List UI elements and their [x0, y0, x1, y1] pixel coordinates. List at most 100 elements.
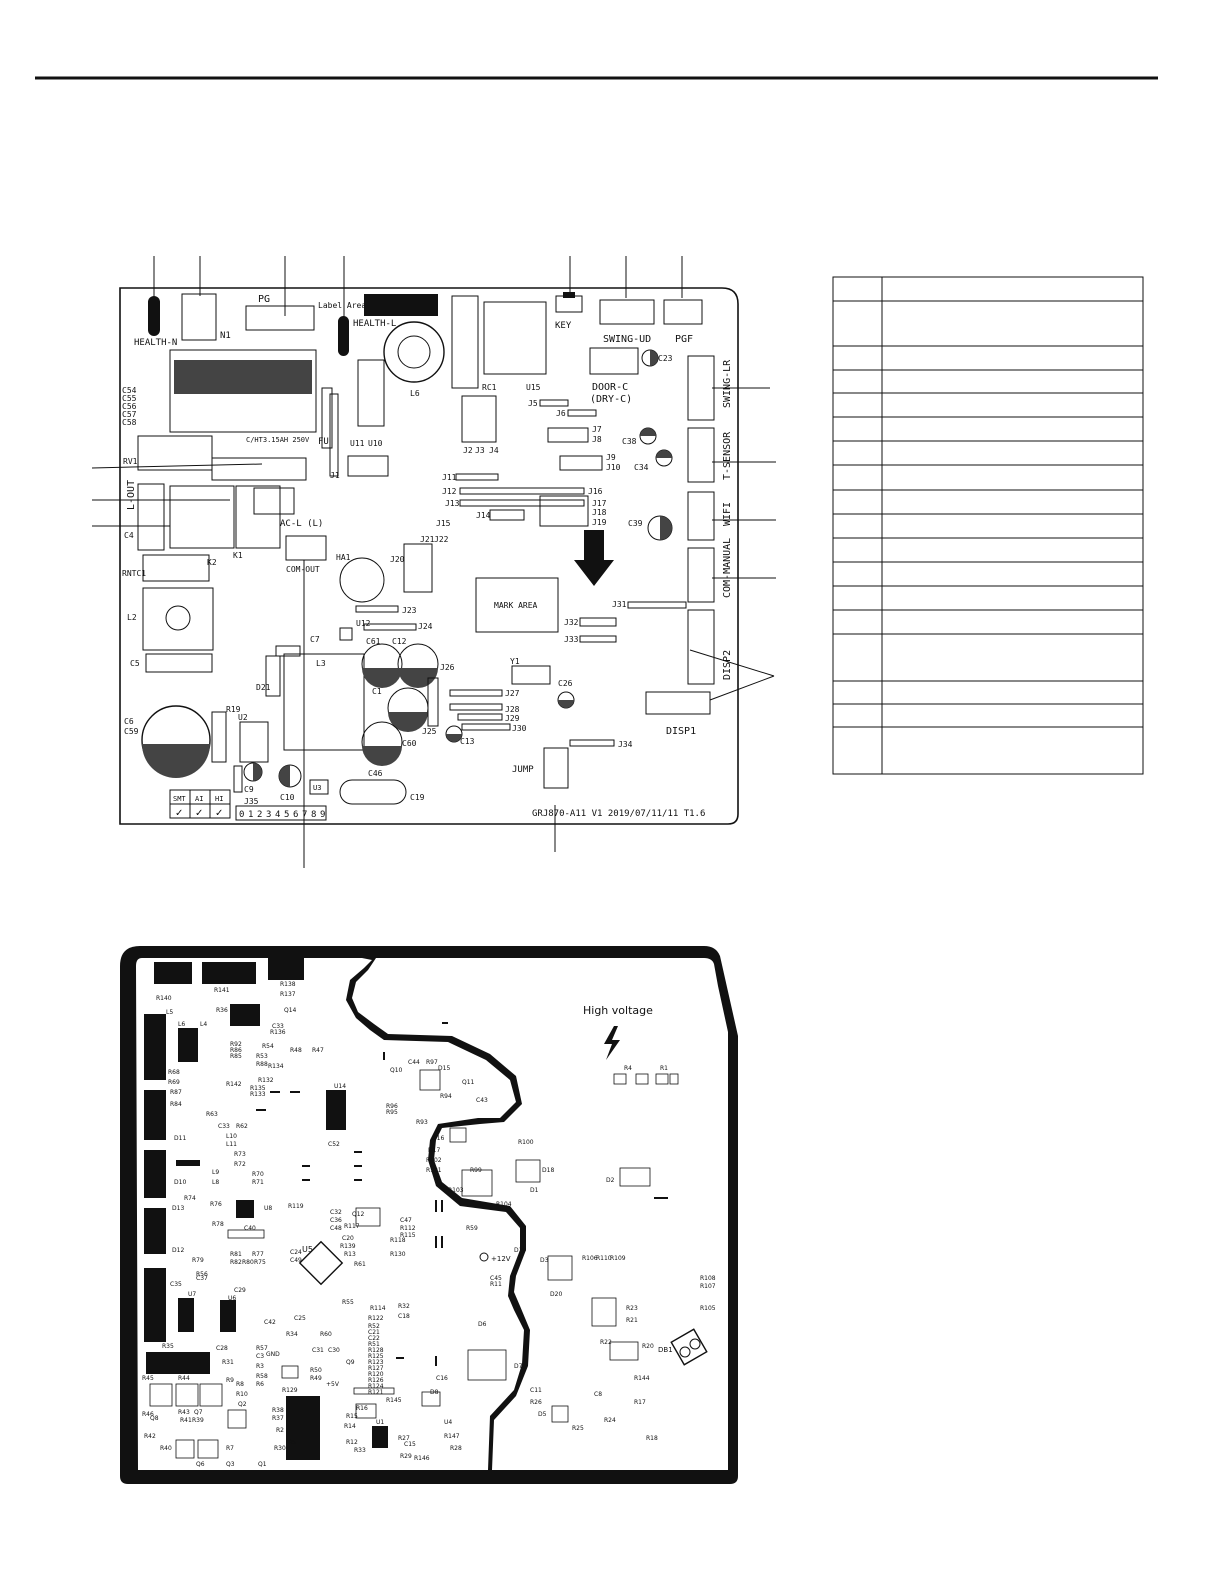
- j29-label: J29: [505, 714, 520, 723]
- q7-label: Q7: [194, 1409, 203, 1416]
- j30-label: J30: [512, 724, 527, 733]
- r88-label: R88: [256, 1061, 268, 1068]
- c45-label: C45: [490, 1275, 502, 1282]
- c34-label: C34: [634, 463, 649, 472]
- digit-9: 9: [320, 810, 325, 820]
- j2-j4-jumpers: [461, 395, 497, 443]
- c21-label: C21: [368, 1329, 380, 1336]
- l-out-connector: [137, 483, 165, 551]
- r70-label: R70: [252, 1171, 264, 1178]
- u12-chip: [339, 627, 353, 641]
- l11-label: L11: [226, 1141, 237, 1148]
- r94-label: R94: [440, 1093, 452, 1100]
- j22-label: J22: [434, 535, 449, 544]
- r105-label: R105: [700, 1305, 716, 1312]
- r52-label: R52: [368, 1323, 380, 1330]
- j11-label: J11: [442, 473, 457, 482]
- legend-table: [832, 276, 1144, 775]
- c22-label: C22: [368, 1335, 380, 1342]
- j33-jumper: [579, 635, 617, 643]
- r87-label: R87: [170, 1089, 182, 1096]
- health-l-connector: [338, 316, 349, 356]
- rv1-label: RV1: [123, 457, 138, 466]
- r13-label: R13: [344, 1251, 356, 1258]
- r132-label: R132: [258, 1077, 274, 1084]
- u5-label: U5: [302, 1245, 313, 1254]
- d6-label: D6: [478, 1321, 487, 1328]
- l2-label: L2: [127, 613, 137, 622]
- j7-label: J7: [592, 425, 602, 434]
- r80-label: R80: [242, 1259, 254, 1266]
- plus5v-label: +5V: [326, 1381, 340, 1388]
- r4-label: R4: [624, 1065, 632, 1072]
- smd-packages: [144, 958, 448, 1460]
- r26-label: R26: [530, 1399, 542, 1406]
- r141-label: R141: [214, 987, 230, 994]
- r114-label: R114: [370, 1305, 386, 1312]
- c58-label: C58: [122, 418, 137, 427]
- r102-label: R102: [426, 1157, 442, 1164]
- r51-label: R51: [368, 1341, 380, 1348]
- mark-area-label: MARK AREA: [494, 601, 538, 610]
- c39-band: [660, 516, 672, 540]
- r12-label: R12: [346, 1439, 358, 1446]
- r63-label: R63: [206, 1111, 218, 1118]
- r23-label: R23: [626, 1305, 638, 1312]
- r2-label: R2: [276, 1427, 284, 1434]
- r30-label: R30: [274, 1445, 286, 1452]
- r77-label: R77: [252, 1251, 264, 1258]
- r130-label: R130: [390, 1251, 406, 1258]
- q9-label: Q9: [346, 1359, 355, 1366]
- r24-label: R24: [604, 1417, 616, 1424]
- r78-label: R78: [212, 1221, 224, 1228]
- r136-label: R136: [270, 1029, 286, 1036]
- d19-label: D19: [514, 1247, 526, 1254]
- c7-capacitor: [275, 645, 301, 657]
- d5-label: D5: [538, 1411, 547, 1418]
- r101-label: R101: [426, 1167, 442, 1174]
- q8-label: Q8: [150, 1415, 159, 1422]
- u11-chip: [357, 359, 385, 427]
- jumper-cluster: [455, 399, 603, 527]
- c18-label: C18: [398, 1313, 410, 1320]
- r97-label: R97: [426, 1059, 438, 1066]
- c36-label: C36: [330, 1217, 342, 1224]
- c4-label: C4: [124, 531, 134, 540]
- j5-label: J5: [528, 399, 538, 408]
- ha1-label: HA1: [336, 553, 351, 562]
- u5-mcu: [298, 1240, 344, 1286]
- bottom-board: High voltage U5: [120, 946, 738, 1484]
- swing-lr-connector: [687, 355, 715, 421]
- rv1-body: [211, 457, 307, 481]
- r81-label: R81: [230, 1251, 242, 1258]
- c10-label: C10: [280, 793, 295, 802]
- r61-label: R61: [354, 1261, 366, 1268]
- k1-label: K1: [233, 551, 243, 560]
- swing-lr-label: SWING-LR: [722, 359, 733, 408]
- pgf-connector: [663, 299, 703, 325]
- l3-transformer: [283, 653, 365, 751]
- r46-label: R46: [142, 1411, 154, 1418]
- l5-label: L5: [166, 1009, 173, 1016]
- k1-relay: [235, 485, 281, 549]
- label-area-block: [364, 294, 438, 316]
- r39-label: R39: [192, 1417, 204, 1424]
- d2-label: D2: [606, 1177, 615, 1184]
- c28-label: C28: [216, 1345, 228, 1352]
- j35-label: J35: [244, 797, 259, 806]
- r86-label: R86: [230, 1047, 242, 1054]
- d15-label: D15: [438, 1065, 450, 1072]
- c40-label: C40: [244, 1225, 256, 1232]
- ai-header: AI: [195, 795, 203, 803]
- r144-label: R144: [634, 1375, 650, 1382]
- smt-header: SMT: [173, 795, 186, 803]
- c47-label: C47: [400, 1217, 412, 1224]
- db1-label: DB1: [658, 1346, 673, 1354]
- r17-label: R17: [634, 1399, 646, 1406]
- c43-label: C43: [476, 1097, 488, 1104]
- q11-label: Q11: [462, 1079, 475, 1086]
- c38-label: C38: [622, 437, 637, 446]
- callout-lines: [91, 256, 776, 868]
- j6-label: J6: [556, 409, 566, 418]
- high-voltage-icon: [604, 1026, 620, 1060]
